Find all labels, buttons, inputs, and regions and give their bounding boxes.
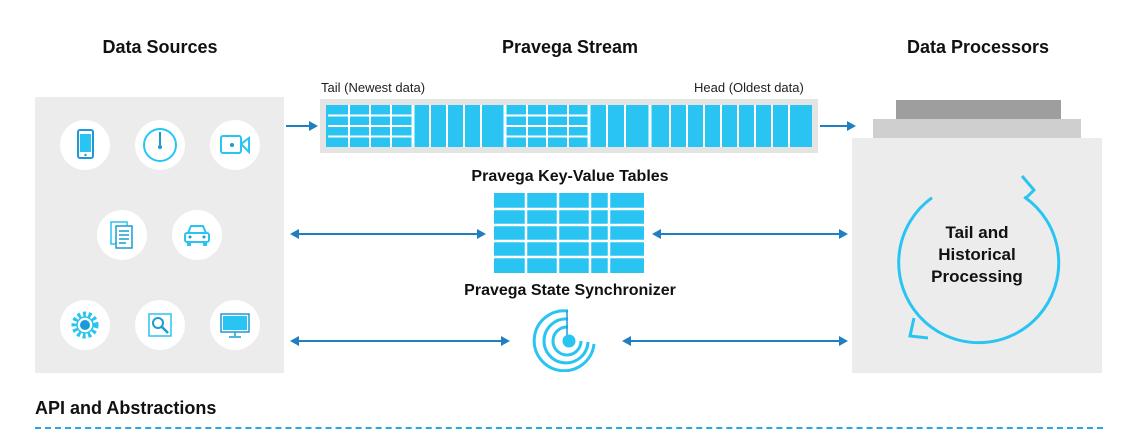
processing-label-line1: Tail and bbox=[945, 223, 1009, 242]
data-processors-panel bbox=[852, 138, 1102, 373]
magnifier-icon bbox=[135, 300, 185, 350]
video-camera-icon bbox=[210, 120, 260, 170]
documents-icon bbox=[97, 210, 147, 260]
smartphone-icon bbox=[60, 120, 110, 170]
kv-table-grid bbox=[494, 193, 644, 273]
gear-icon bbox=[60, 300, 110, 350]
state-sync-icon bbox=[532, 309, 596, 372]
processor-stack-top bbox=[896, 100, 1061, 120]
processing-label: Tail and Historical Processing bbox=[897, 222, 1057, 288]
api-divider bbox=[35, 427, 1103, 429]
state-sync-heading: Pravega State Synchronizer bbox=[464, 282, 676, 299]
processing-cycle-icon bbox=[897, 175, 1061, 345]
pravega-stream-heading: Pravega Stream bbox=[501, 37, 639, 57]
sync-right-double-arrow bbox=[622, 336, 848, 346]
tail-label: Tail (Newest data) bbox=[321, 80, 426, 95]
processor-stack-middle bbox=[873, 119, 1081, 139]
sync-left-double-arrow bbox=[290, 336, 510, 346]
data-processors-heading: Data Processors bbox=[906, 37, 1050, 57]
kv-right-double-arrow bbox=[652, 229, 848, 239]
car-icon bbox=[172, 210, 222, 260]
pravega-stream-bar bbox=[320, 99, 818, 153]
api-heading: API and Abstractions bbox=[35, 398, 217, 418]
monitor-icon bbox=[210, 300, 260, 350]
processing-label-line2: Historical bbox=[938, 245, 1016, 264]
power-sensor-icon bbox=[135, 120, 185, 170]
data-sources-heading: Data Sources bbox=[102, 37, 218, 57]
source-to-stream-arrow bbox=[286, 121, 318, 131]
stream-to-processor-arrow bbox=[820, 121, 856, 131]
kv-tables-heading: Pravega Key-Value Tables bbox=[471, 168, 669, 185]
head-label: Head (Oldest data) bbox=[694, 80, 804, 95]
kv-left-double-arrow bbox=[290, 229, 486, 239]
processing-label-line3: Processing bbox=[931, 267, 1023, 286]
